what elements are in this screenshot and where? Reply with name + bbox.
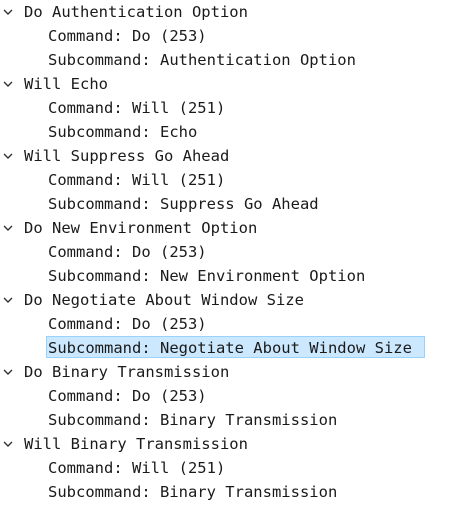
tree-leaf-command[interactable]: Command: Do (253) (0, 312, 451, 336)
tree-leaf-label: Command: Do (253) (48, 387, 207, 405)
chevron-down-icon[interactable] (0, 288, 16, 312)
tree-leaf-subcommand[interactable]: Subcommand: Authentication Option (0, 48, 451, 72)
chevron-down-icon[interactable] (0, 360, 16, 384)
tree-leaf-label: Command: Will (251) (48, 459, 226, 477)
tree-node-do-authentication-option[interactable]: Do Authentication Option (0, 0, 451, 24)
tree-leaf-label: Subcommand: Binary Transmission (48, 411, 338, 429)
tree-leaf-subcommand-selected[interactable]: Subcommand: Negotiate About Window Size (0, 336, 451, 360)
tree-leaf-label: Subcommand: Echo (48, 123, 198, 141)
tree-node-will-echo[interactable]: Will Echo (0, 72, 451, 96)
chevron-down-icon[interactable] (0, 144, 16, 168)
tree-node-label: Will Binary Transmission (24, 435, 248, 453)
tree-leaf-label: Command: Do (253) (48, 315, 207, 333)
tree-leaf-command[interactable]: Command: Will (251) (0, 168, 451, 192)
tree-leaf-label: Subcommand: Binary Transmission (48, 483, 338, 501)
tree-node-will-binary-transmission[interactable]: Will Binary Transmission (0, 432, 451, 456)
chevron-down-icon[interactable] (0, 72, 16, 96)
tree-leaf-command[interactable]: Command: Will (251) (0, 456, 451, 480)
tree-leaf-subcommand[interactable]: Subcommand: Binary Transmission (0, 480, 451, 504)
tree-leaf-label: Subcommand: Authentication Option (48, 51, 356, 69)
tree-node-label: Will Suppress Go Ahead (24, 147, 230, 165)
tree-leaf-label: Command: Will (251) (48, 171, 226, 189)
tree-leaf-label: Subcommand: Suppress Go Ahead (48, 195, 319, 213)
tree-leaf-label: Command: Do (253) (48, 243, 207, 261)
tree-node-label: Do Authentication Option (24, 3, 248, 21)
tree-leaf-label: Command: Do (253) (48, 27, 207, 45)
tree-node-will-suppress-go-ahead[interactable]: Will Suppress Go Ahead (0, 144, 451, 168)
chevron-down-icon[interactable] (0, 432, 16, 456)
tree-leaf-subcommand[interactable]: Subcommand: Binary Transmission (0, 408, 451, 432)
tree-leaf-command[interactable]: Command: Do (253) (0, 384, 451, 408)
tree-leaf-subcommand[interactable]: Subcommand: New Environment Option (0, 264, 451, 288)
tree-leaf-label: Command: Will (251) (48, 99, 226, 117)
tree-leaf-label: Subcommand: New Environment Option (48, 267, 366, 285)
tree-node-do-binary-transmission[interactable]: Do Binary Transmission (0, 360, 451, 384)
chevron-down-icon[interactable] (0, 216, 16, 240)
chevron-down-icon[interactable] (0, 0, 16, 24)
tree-node-label: Do New Environment Option (24, 219, 258, 237)
tree-node-label: Do Binary Transmission (24, 363, 230, 381)
tree-leaf-label: Subcommand: Negotiate About Window Size (46, 336, 425, 358)
tree-leaf-subcommand[interactable]: Subcommand: Suppress Go Ahead (0, 192, 451, 216)
tree-leaf-command[interactable]: Command: Do (253) (0, 240, 451, 264)
tree-leaf-command[interactable]: Command: Do (253) (0, 24, 451, 48)
tree-leaf-command[interactable]: Command: Will (251) (0, 96, 451, 120)
tree-node-do-negotiate-about-window-size[interactable]: Do Negotiate About Window Size (0, 288, 451, 312)
tree-node-do-new-environment-option[interactable]: Do New Environment Option (0, 216, 451, 240)
tree-leaf-subcommand[interactable]: Subcommand: Echo (0, 120, 451, 144)
tree-node-label: Will Echo (24, 75, 108, 93)
tree-node-label: Do Negotiate About Window Size (24, 291, 304, 309)
